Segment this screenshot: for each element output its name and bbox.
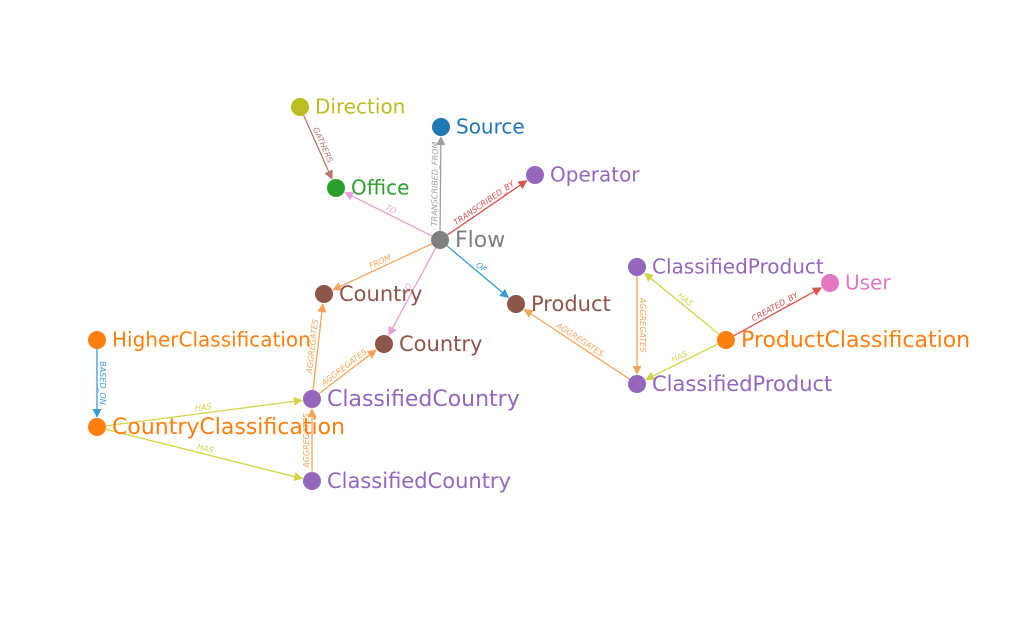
edge-aggregates: AGGREGATES: [305, 303, 327, 391]
edge-line: [105, 396, 303, 427]
edge-aggregates: AGGREGATES: [632, 276, 647, 375]
edge-line: [344, 191, 433, 237]
node-cc2[interactable]: ClassifiedCountry: [303, 469, 511, 493]
edge-label: TRANSCRIBED_BY: [452, 179, 517, 227]
node-country1[interactable]: Country: [315, 282, 422, 306]
edge-aggregates: AGGREGATES: [302, 408, 317, 472]
node-label: Country: [339, 282, 422, 306]
node-prodclass[interactable]: ProductClassification: [717, 328, 970, 353]
node-label: ProductClassification: [741, 328, 970, 353]
edge-line: [446, 245, 510, 299]
edge-line: [332, 243, 433, 291]
node-flow[interactable]: Flow: [431, 228, 505, 253]
edge-line: [105, 428, 304, 481]
edge-has: HAS: [105, 428, 304, 481]
node-cp2[interactable]: ClassifiedProduct: [628, 372, 832, 396]
edge-to: TO: [344, 191, 433, 237]
node-dot[interactable]: [431, 231, 449, 249]
node-label: Source: [456, 115, 525, 139]
node-label: ClassifiedCountry: [327, 387, 520, 412]
node-operator[interactable]: Operator: [526, 163, 640, 187]
edge-has: HAS: [105, 396, 303, 427]
edge-line: [436, 136, 446, 232]
edge-label: HAS: [194, 402, 212, 413]
node-dot[interactable]: [507, 295, 525, 313]
edge-line: [733, 287, 823, 337]
node-higher[interactable]: HigherClassification: [88, 328, 311, 352]
node-dot[interactable]: [303, 472, 321, 490]
node-dot[interactable]: [315, 285, 333, 303]
edge-label: HAS: [196, 442, 214, 455]
node-label: CountryClassification: [112, 415, 345, 440]
edge-has: HAS: [644, 272, 720, 335]
edge-line: [312, 303, 327, 391]
edge-label: OF: [474, 261, 488, 275]
edge-line: [447, 180, 528, 236]
edge-label: HAS: [676, 291, 695, 308]
edge-line: [303, 114, 333, 180]
node-dot[interactable]: [88, 331, 106, 349]
node-label: Direction: [315, 95, 405, 119]
edge-aggregates: AGGREGATES: [523, 308, 630, 380]
edge-label: CREATED_BY: [750, 290, 800, 323]
node-country2[interactable]: Country: [375, 332, 482, 356]
edge-line: [388, 247, 437, 336]
edge-based-on: BASED_ON: [92, 349, 107, 418]
node-label: User: [845, 271, 891, 295]
edge-transcribed-by: TRANSCRIBED_BY: [447, 179, 528, 236]
edge-label: AGGREGATES: [638, 297, 647, 353]
edge-line: [645, 343, 719, 381]
edge-label: AGGREGATES: [302, 413, 311, 469]
node-cp1[interactable]: ClassifiedProduct: [628, 255, 824, 279]
edge-gathers: GATHERS: [303, 114, 335, 180]
edge-label: AGGREGATES: [319, 347, 369, 388]
node-label: Flow: [455, 228, 505, 253]
edge-label: HAS: [670, 349, 689, 364]
node-direction[interactable]: Direction: [291, 95, 405, 119]
node-dot[interactable]: [717, 331, 735, 349]
node-label: ClassifiedProduct: [652, 372, 832, 396]
node-office[interactable]: Office: [327, 176, 409, 200]
node-label: Operator: [550, 163, 640, 187]
node-product[interactable]: Product: [507, 292, 611, 316]
edge-label: TO: [384, 203, 398, 216]
node-cc1[interactable]: ClassifiedCountry: [303, 387, 520, 412]
node-label: ClassifiedProduct: [652, 255, 824, 279]
edge-label: TRANSCRIBED_FROM: [430, 142, 440, 227]
node-dot[interactable]: [327, 179, 345, 197]
node-dot[interactable]: [628, 258, 646, 276]
edge-of: OF: [446, 245, 510, 299]
edge-line: [644, 272, 720, 335]
edge-transcribed-from: TRANSCRIBED_FROM: [430, 136, 446, 232]
node-dot[interactable]: [821, 274, 839, 292]
node-dot[interactable]: [526, 166, 544, 184]
node-label: HigherClassification: [112, 328, 311, 352]
node-dot[interactable]: [375, 335, 393, 353]
node-label: Product: [531, 292, 611, 316]
edge-label: BASED_ON: [98, 361, 107, 405]
node-countryclass[interactable]: CountryClassification: [88, 415, 345, 440]
node-dot[interactable]: [432, 118, 450, 136]
node-source[interactable]: Source: [432, 115, 525, 139]
edge-line: [523, 308, 630, 380]
node-dot[interactable]: [291, 98, 309, 116]
node-label: Country: [399, 332, 482, 356]
node-dot[interactable]: [303, 390, 321, 408]
edge-line: [318, 349, 377, 395]
node-user[interactable]: User: [821, 271, 891, 295]
node-dot[interactable]: [88, 418, 106, 436]
node-label: Office: [351, 176, 409, 200]
node-label: ClassifiedCountry: [327, 469, 511, 493]
node-dot[interactable]: [628, 375, 646, 393]
edge-label: AGGREGATES: [554, 320, 605, 358]
